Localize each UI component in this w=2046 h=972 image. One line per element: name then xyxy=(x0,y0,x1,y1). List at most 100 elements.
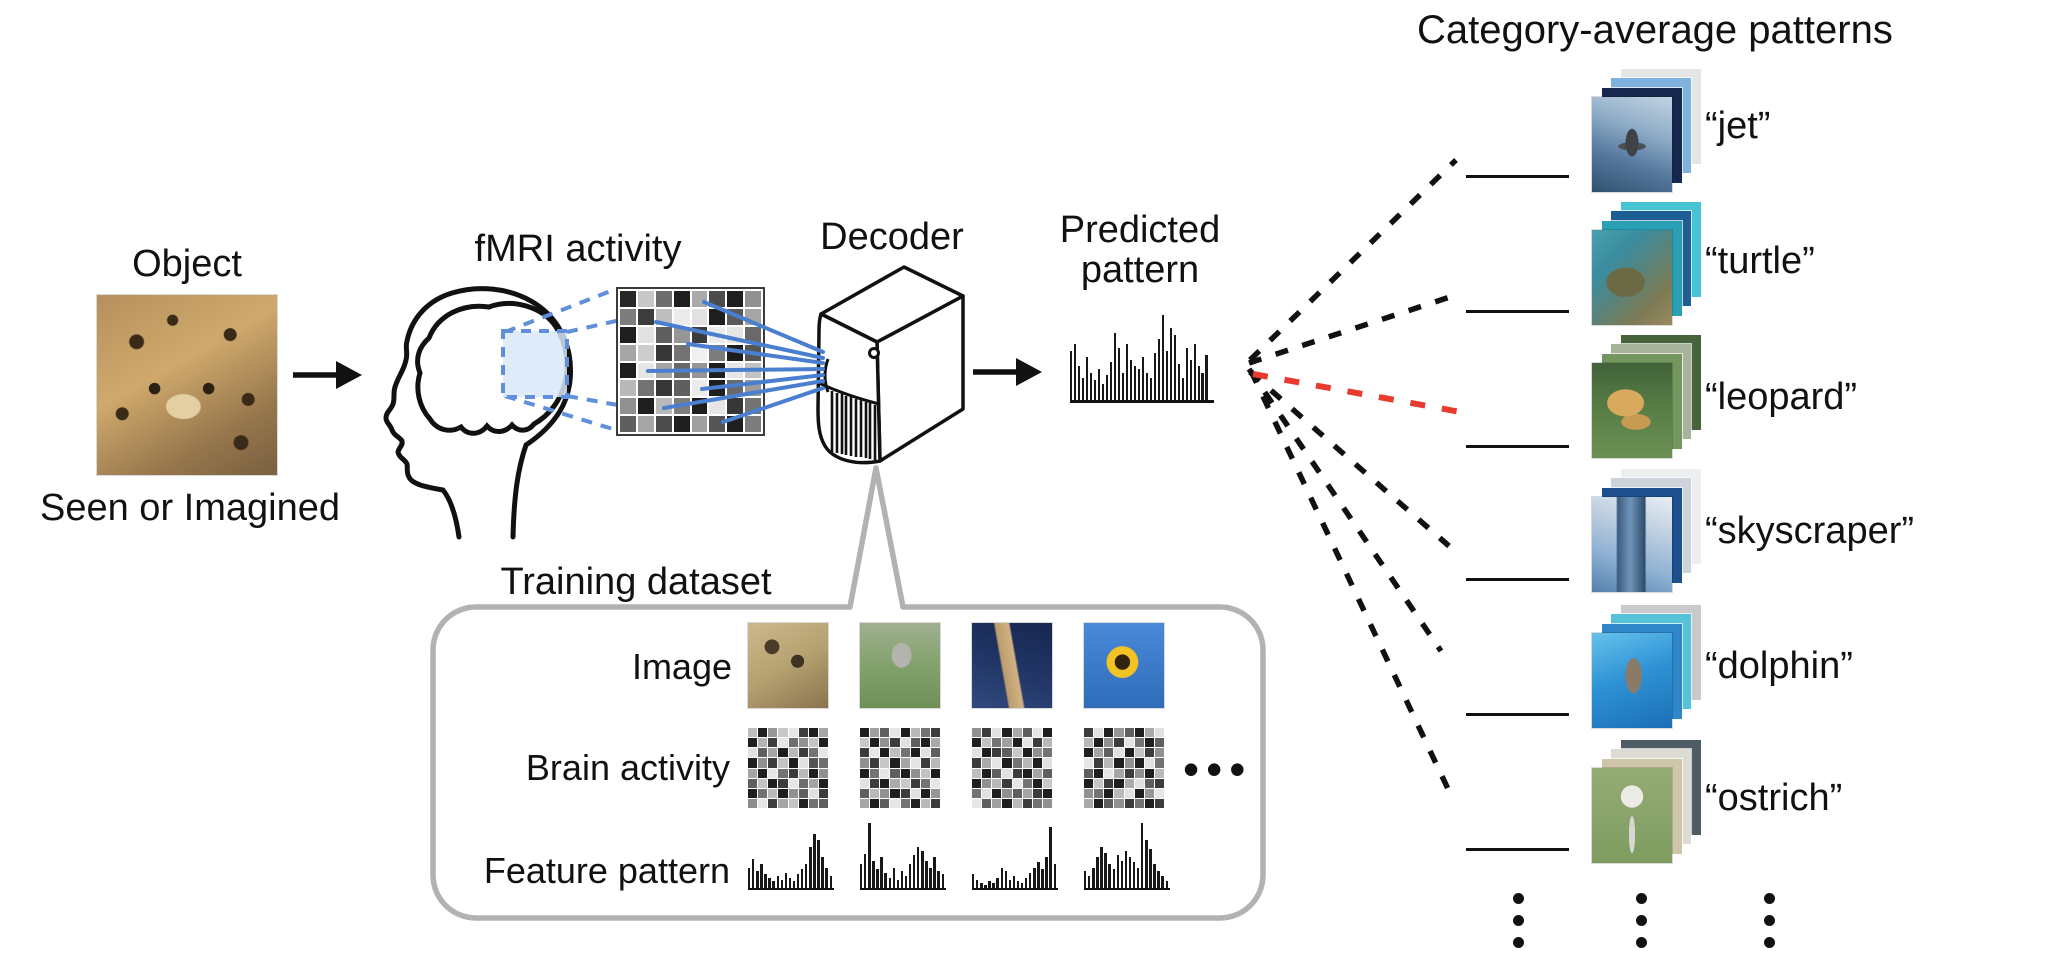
voxel-cell xyxy=(982,738,992,748)
voxel-cell xyxy=(673,416,690,432)
pattern-bar xyxy=(1145,840,1148,888)
voxel-cell xyxy=(910,738,920,748)
pattern-bar xyxy=(1564,162,1566,175)
pattern-bar xyxy=(1490,171,1492,175)
pattern-bar xyxy=(1093,380,1097,400)
voxel-cell xyxy=(1032,738,1042,748)
voxel-cell xyxy=(818,758,828,768)
pattern-bar xyxy=(1543,835,1545,848)
voxel-cell xyxy=(1084,738,1094,748)
pattern-bar xyxy=(1165,350,1169,400)
voxel-cell xyxy=(818,778,828,788)
voxel-cell xyxy=(1042,798,1052,808)
pattern-bar xyxy=(1556,259,1558,310)
pattern-bar xyxy=(1515,150,1517,176)
voxel-cell xyxy=(788,778,798,788)
training-image-sunflower xyxy=(1083,622,1165,709)
voxel-cell xyxy=(673,291,690,307)
category-pattern-chart-dolphin xyxy=(1466,625,1569,716)
category-pattern-chart-ostrich xyxy=(1466,760,1569,851)
voxel-cell xyxy=(1094,788,1104,798)
pattern-bar xyxy=(1049,826,1052,888)
pattern-bar xyxy=(1543,688,1545,714)
voxel-cell xyxy=(1094,798,1104,808)
voxel-cell xyxy=(1144,778,1154,788)
pattern-bar xyxy=(1185,347,1188,400)
voxel-cell xyxy=(758,728,768,738)
voxel-cell xyxy=(1032,758,1042,768)
voxel-cell xyxy=(818,738,828,748)
pattern-bar xyxy=(1527,529,1529,578)
voxel-cell xyxy=(1022,778,1032,788)
training-feature-chart-3 xyxy=(1084,818,1170,890)
pattern-bar xyxy=(1478,430,1480,445)
voxel-cell xyxy=(972,738,982,748)
pattern-bar xyxy=(1004,871,1008,888)
pattern-bar xyxy=(1495,162,1497,175)
pattern-bar xyxy=(984,884,987,888)
pattern-bar xyxy=(1507,286,1509,310)
voxel-cell xyxy=(768,768,778,778)
voxel-cell xyxy=(778,748,788,758)
fmri-activity-label: fMRI activity xyxy=(474,228,682,270)
voxel-cell xyxy=(1104,738,1114,748)
brain-outline xyxy=(415,301,570,436)
voxel-cell xyxy=(1154,798,1164,808)
voxel-cell xyxy=(910,778,920,788)
voxel-cell xyxy=(727,344,744,361)
pattern-bar xyxy=(1507,827,1509,848)
pattern-bar xyxy=(996,877,999,888)
pattern-bar xyxy=(1105,374,1109,400)
voxel-cell xyxy=(673,344,690,361)
pattern-bar xyxy=(1535,544,1537,578)
pattern-bar xyxy=(1495,438,1497,445)
pattern-bar xyxy=(1008,879,1012,888)
category-image-stack-dolphin xyxy=(1591,603,1702,729)
voxel-cell xyxy=(727,326,744,343)
voxel-cell xyxy=(798,758,808,768)
pattern-bar xyxy=(1097,368,1101,400)
voxel-cell xyxy=(1124,728,1134,738)
pattern-bar xyxy=(1482,134,1484,175)
voxel-cell xyxy=(788,748,798,758)
head-outline xyxy=(383,286,574,540)
voxel-cell xyxy=(758,748,768,758)
pattern-bar xyxy=(1104,852,1107,888)
pattern-bar xyxy=(1177,364,1180,400)
voxel-cell xyxy=(620,326,636,343)
voxel-cell xyxy=(1022,798,1032,808)
pattern-bar xyxy=(1539,677,1541,713)
voxel-cell xyxy=(880,798,890,808)
voxel-cell xyxy=(1134,738,1144,748)
voxel-cell xyxy=(745,326,761,343)
pattern-bar xyxy=(1137,867,1140,888)
voxel-cell xyxy=(655,308,672,325)
pattern-bar xyxy=(1466,263,1468,310)
voxel-cell xyxy=(798,748,808,758)
voxel-cell xyxy=(748,728,758,738)
voxel-cell xyxy=(1134,758,1144,768)
pattern-bar xyxy=(1531,278,1533,310)
pattern-bar xyxy=(1531,411,1533,445)
voxel-cell xyxy=(745,308,761,325)
voxel-cell xyxy=(745,344,761,361)
pattern-bar xyxy=(1539,151,1541,175)
pattern-bar xyxy=(1523,698,1525,713)
fmri-voxel-grid xyxy=(616,287,765,436)
voxel-cell xyxy=(1114,748,1124,758)
pattern-bar xyxy=(801,868,804,888)
category-pattern-chart-skyscraper xyxy=(1466,490,1569,581)
pattern-bar xyxy=(1486,683,1488,713)
voxel-cell xyxy=(748,798,758,808)
pattern-bar xyxy=(1101,383,1105,400)
pattern-bar xyxy=(1548,696,1550,713)
pattern-bar xyxy=(884,873,887,888)
voxel-cell xyxy=(890,748,900,758)
pattern-bar xyxy=(1470,246,1472,310)
voxel-cell xyxy=(1154,788,1164,798)
pattern-bar xyxy=(805,864,808,888)
voxel-cell xyxy=(1144,758,1154,768)
pattern-bar xyxy=(1515,394,1517,445)
category-photo-ostrich xyxy=(1591,767,1673,864)
pattern-bar xyxy=(1515,295,1517,310)
